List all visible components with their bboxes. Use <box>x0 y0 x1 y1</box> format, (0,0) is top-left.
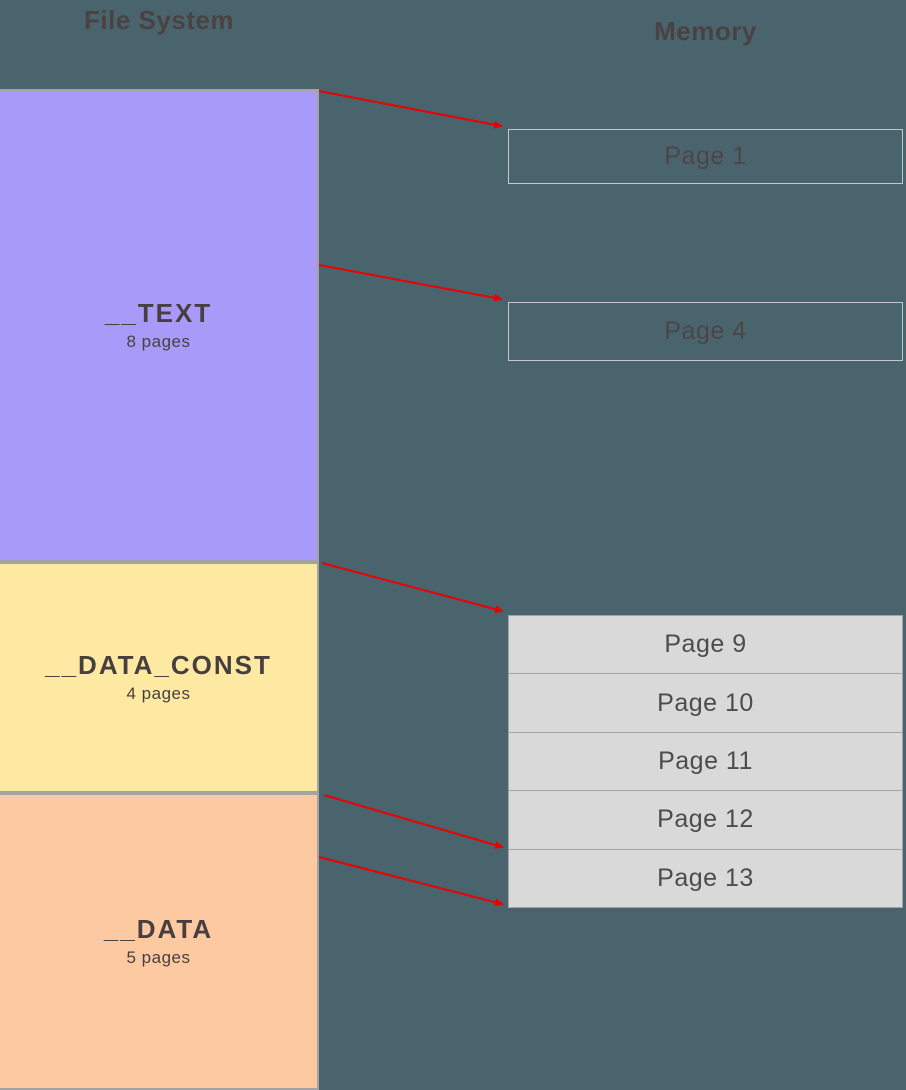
segment-data-label: __DATA <box>103 914 214 945</box>
memory-page-1: Page 1 <box>508 129 903 184</box>
memory-page-4: Page 4 <box>508 302 903 361</box>
arrow-text-segment-to-page-1 <box>318 90 503 129</box>
memory-page-9: Page 9 <box>509 616 902 674</box>
arrow-dataconst-segment-to-page-9 <box>321 562 504 614</box>
arrow-data-segment-to-page-13-bottom <box>318 856 504 907</box>
memory-page-13: Page 13 <box>509 848 902 908</box>
segment-data: __DATA 5 pages <box>0 793 319 1090</box>
segment-data-const-pages: 4 pages <box>126 683 191 703</box>
memory-page-stack: Page 9 Page 10 Page 11 Page 12 Page 13 <box>508 615 903 908</box>
segment-text-pages: 8 pages <box>126 331 191 351</box>
arrow-data-segment-to-page-13-top <box>323 794 504 849</box>
memory-page-10: Page 10 <box>509 673 902 732</box>
segment-text-label: __TEXT <box>104 298 213 329</box>
memory-page-11: Page 11 <box>509 731 902 791</box>
arrow-text-segment-to-page-4 <box>318 264 503 302</box>
segment-data-const: __DATA_CONST 4 pages <box>0 562 319 793</box>
segment-text: __TEXT 8 pages <box>0 89 319 562</box>
file-system-title: File System <box>83 5 234 35</box>
segment-data-const-label: __DATA_CONST <box>45 650 272 681</box>
memory-title: Memory <box>654 16 757 46</box>
segment-data-pages: 5 pages <box>126 947 191 967</box>
memory-page-12: Page 12 <box>509 790 902 849</box>
